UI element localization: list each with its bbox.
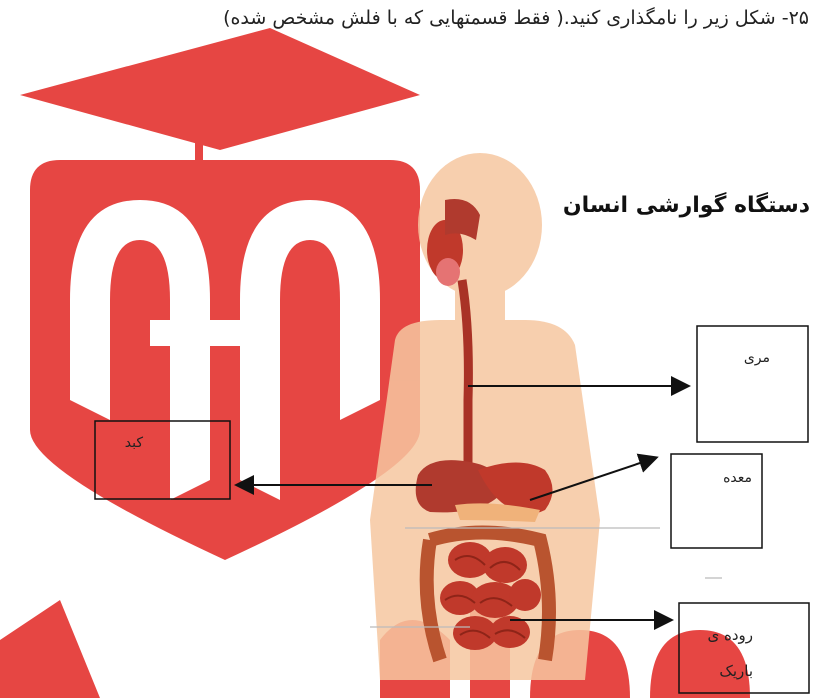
liver-label: کبد (100, 432, 143, 454)
stomach-label: معده (675, 467, 752, 489)
small-intestine-label-line1: روده ی (683, 624, 753, 646)
small-intestine-label-line2: باریک (683, 660, 753, 682)
esophagus-label: مری (700, 347, 770, 369)
esophagus-label-box (697, 326, 808, 442)
